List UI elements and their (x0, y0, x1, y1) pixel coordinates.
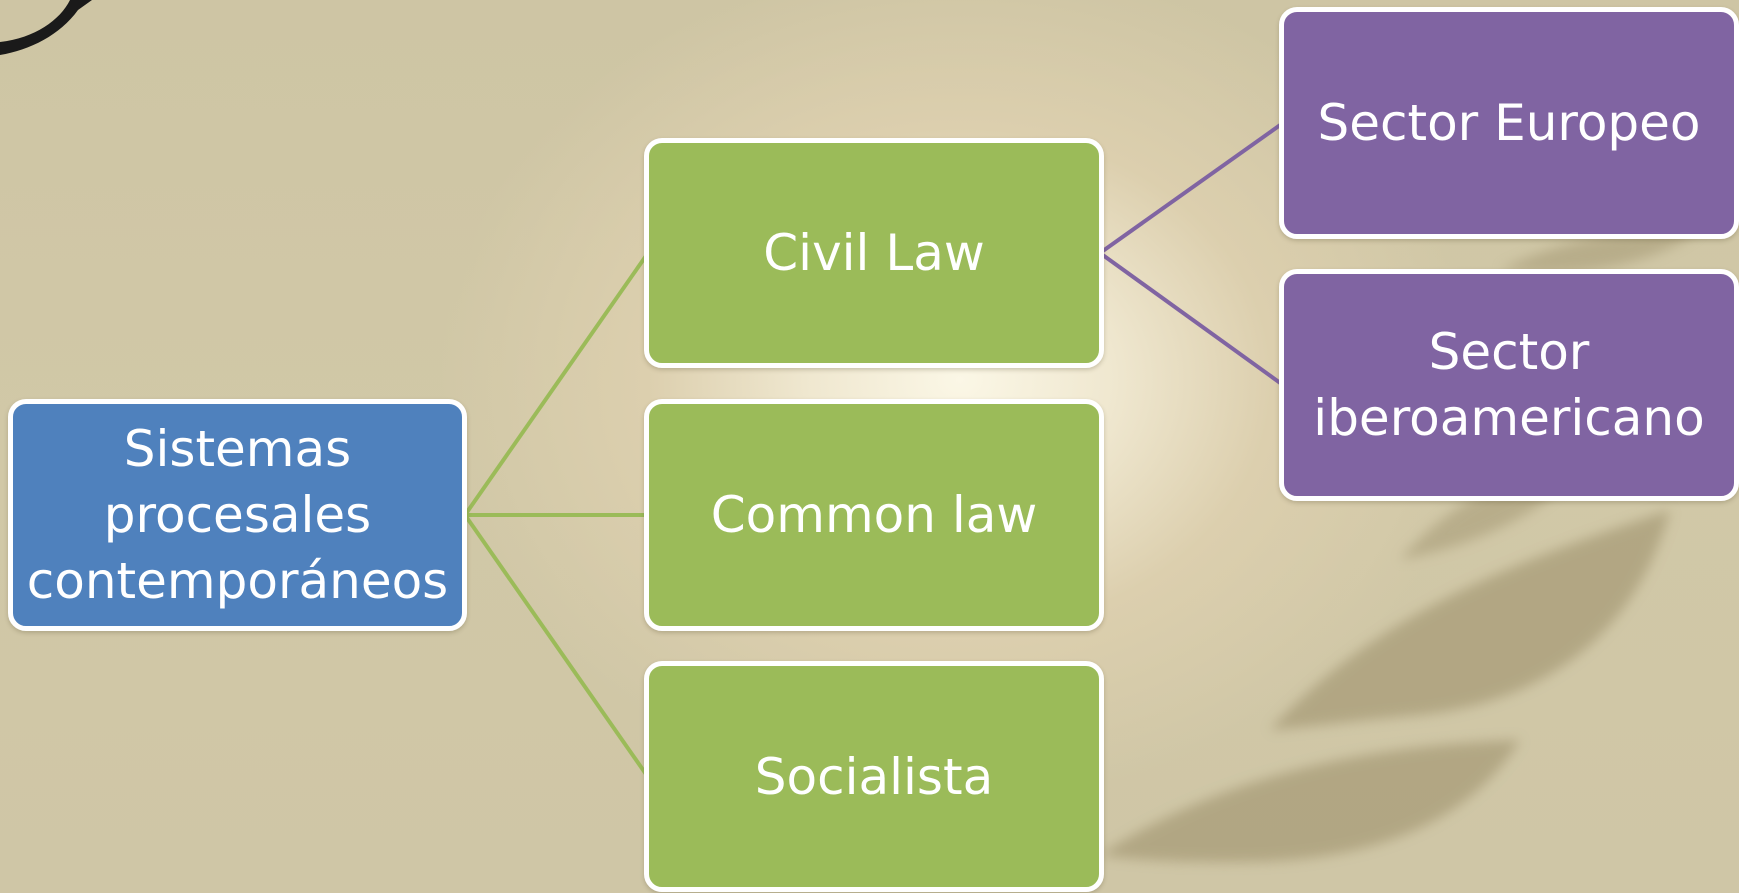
root-line-3: contemporáneos (26, 552, 449, 610)
leaf-shape (1270, 510, 1670, 730)
system-node-label: Common law (710, 486, 1038, 544)
sector-node-label: Sector Europeo (1317, 94, 1701, 152)
root-node-label: Sistemas procesales contemporáneos (27, 416, 448, 614)
system-node-label: Civil Law (763, 224, 985, 282)
sector-node-europeo: Sector Europeo (1279, 7, 1739, 239)
sector-node-label: Sector iberoamericano (1313, 319, 1704, 451)
connector-civil-law-sector-europeo (1098, 121, 1285, 255)
sector-line-1: Sector (1428, 323, 1590, 381)
brush-stroke (0, 0, 92, 55)
system-node-label: Socialista (754, 747, 994, 806)
connector-root-socialista (463, 513, 650, 779)
root-line-2: procesales (103, 486, 372, 544)
sector-line-2: iberoamericano (1313, 389, 1705, 447)
sector-node-iberoamericano: Sector iberoamericano (1279, 269, 1739, 501)
connector-root-civil-law (463, 251, 650, 517)
system-node-civil-law: Civil Law (644, 138, 1104, 368)
leaf-shape (1500, 230, 1700, 273)
connector-civil-law-sector-iberoamericano (1098, 251, 1285, 387)
system-node-socialista: Socialista (644, 661, 1104, 892)
root-line-1: Sistemas (123, 420, 352, 478)
system-node-common-law: Common law (644, 399, 1104, 631)
leaf-shape (1100, 740, 1520, 863)
root-node: Sistemas procesales contemporáneos (8, 399, 467, 631)
